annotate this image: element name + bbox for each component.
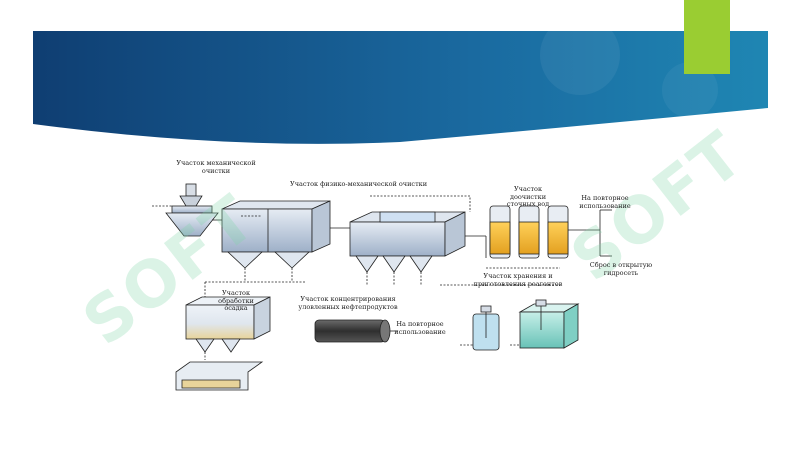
reagent-unit bbox=[460, 299, 580, 351]
label-oil: Участок концентрирования уловленных нефт… bbox=[298, 295, 398, 311]
label-sludge: Участок обработки осадка bbox=[218, 289, 254, 312]
header-banner bbox=[33, 15, 768, 144]
sludge-unit bbox=[175, 281, 305, 391]
label-reagents: Участок хранения и приготовления реагент… bbox=[473, 272, 563, 288]
label-posttreat: Участок доочистки сточных вод bbox=[506, 185, 550, 208]
label-discharge: Сброс в открытую гидросеть bbox=[589, 261, 653, 277]
physmech-unit-1 bbox=[221, 200, 331, 282]
posttreat-columns bbox=[440, 205, 612, 286]
label-reuse: На повторное использование bbox=[579, 194, 631, 210]
oil-concentrator bbox=[314, 319, 398, 343]
accent-bar bbox=[684, 0, 730, 74]
mechanical-unit bbox=[152, 183, 222, 237]
label-physmech: Участок физико-механической очистки bbox=[290, 180, 428, 188]
label-oil-out: На повторное использование bbox=[394, 320, 446, 336]
physmech-unit-2 bbox=[330, 195, 487, 285]
label-mechanical: Участок механической очистки bbox=[176, 159, 256, 175]
